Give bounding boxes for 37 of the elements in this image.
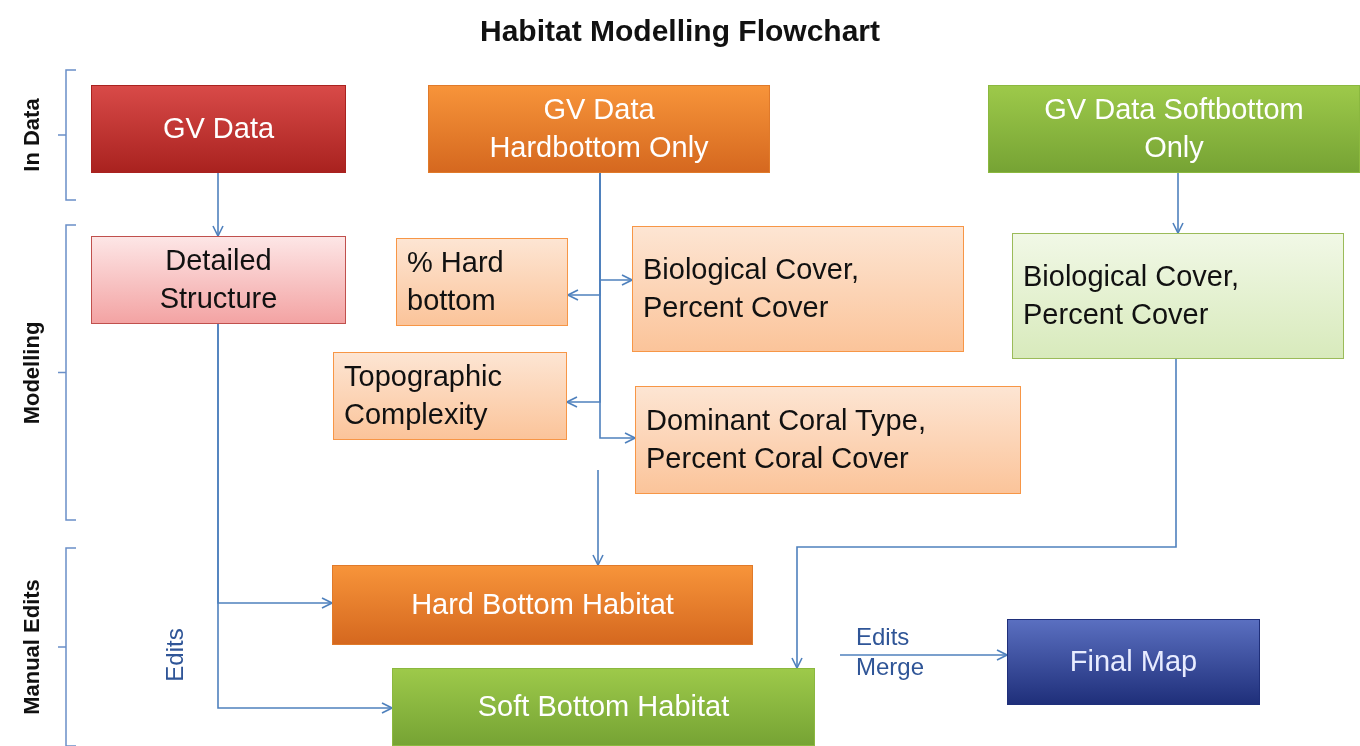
node-text: GV Data Softbottom Only bbox=[1043, 92, 1305, 165]
arrow bbox=[839, 649, 1008, 661]
node-text: Final Map bbox=[1069, 644, 1198, 680]
arrow bbox=[599, 172, 636, 444]
process-box bbox=[428, 85, 770, 173]
section-label: Modelling bbox=[19, 321, 45, 425]
node-text: GV Data Hardbottom Only bbox=[488, 92, 710, 165]
process-box bbox=[988, 85, 1360, 173]
process-box bbox=[396, 238, 568, 326]
node-text: Biological Cover, Percent Cover bbox=[1023, 259, 1240, 332]
process-box bbox=[632, 226, 964, 352]
process-box bbox=[1012, 233, 1344, 359]
node-text: Soft Bottom Habitat bbox=[477, 689, 730, 725]
process-box bbox=[91, 85, 346, 173]
edge-label: Edits bbox=[160, 628, 189, 682]
arrow bbox=[1172, 172, 1184, 234]
process-box bbox=[91, 236, 346, 324]
node-text: Topographic Complexity bbox=[344, 359, 503, 432]
process-box bbox=[332, 565, 753, 645]
node-text: Dominant Coral Type, Percent Coral Cover bbox=[646, 403, 927, 476]
section-label: In Data bbox=[19, 98, 45, 172]
edge-label: Edits Merge bbox=[856, 622, 926, 682]
arrow bbox=[217, 323, 393, 714]
process-box bbox=[635, 386, 1021, 494]
arrow bbox=[791, 358, 1177, 669]
node-text: GV Data bbox=[162, 111, 275, 147]
node-text: Hard Bottom Habitat bbox=[411, 587, 674, 623]
section-label: Manual Edits bbox=[19, 579, 45, 715]
process-box bbox=[392, 668, 815, 746]
arrow bbox=[592, 469, 604, 566]
process-box bbox=[1007, 619, 1260, 705]
node-text: Biological Cover, Percent Cover bbox=[643, 252, 860, 325]
node-text: Detailed Structure bbox=[158, 243, 279, 316]
arrow bbox=[212, 172, 224, 237]
process-box bbox=[333, 352, 567, 440]
diagram-title: Habitat Modelling Flowchart bbox=[479, 14, 881, 48]
node-text: % Hard bottom bbox=[407, 245, 505, 318]
